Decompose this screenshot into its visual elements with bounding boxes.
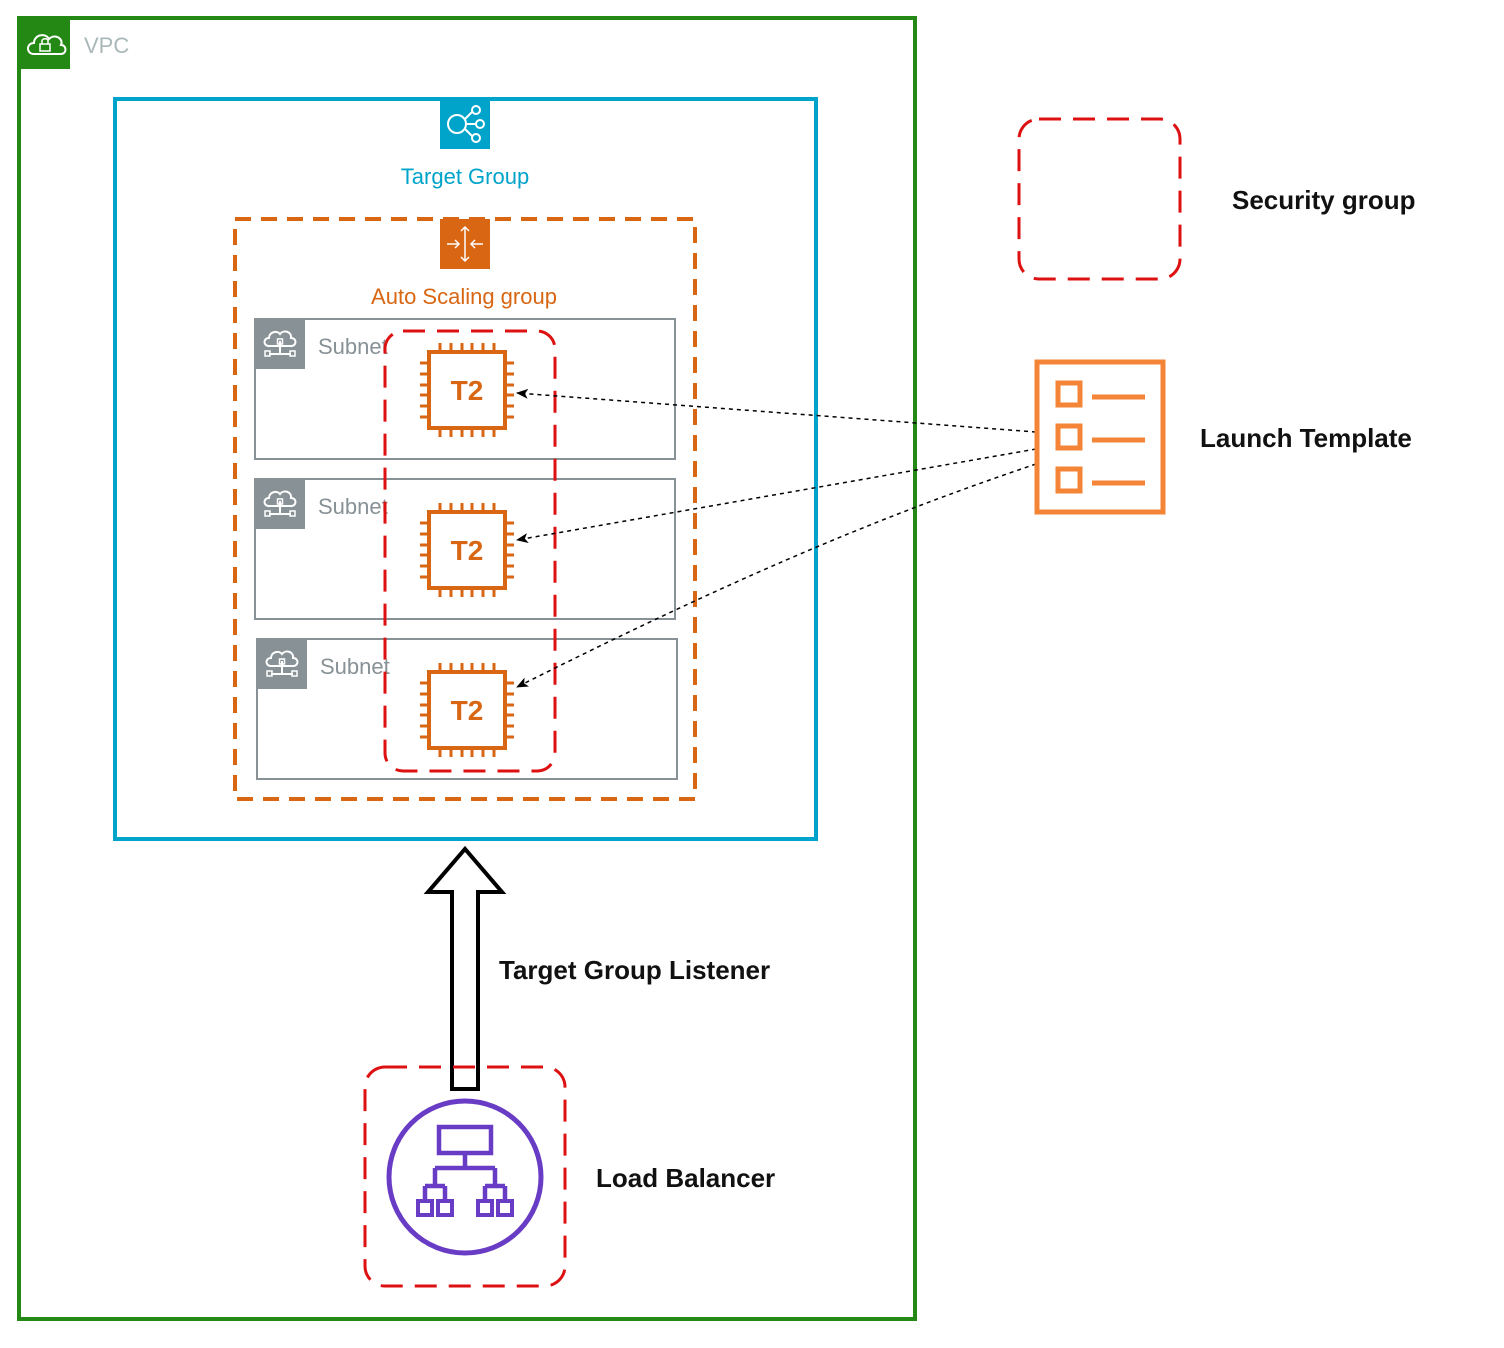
subnet-3: Subnet bbox=[256, 638, 678, 780]
target-group-icon bbox=[440, 99, 490, 149]
vpc-label: VPC bbox=[84, 33, 129, 58]
vpc-border bbox=[17, 16, 917, 1321]
listener-arrow bbox=[423, 845, 507, 1091]
subnet-label: Subnet bbox=[318, 494, 388, 519]
subnet-border bbox=[256, 638, 678, 780]
launch-template-label: Launch Template bbox=[1200, 423, 1412, 453]
auto-scaling-label: Auto Scaling group bbox=[371, 284, 557, 309]
load-balancer-icon bbox=[386, 1098, 544, 1256]
security-group-label: Security group bbox=[1232, 185, 1415, 215]
ec2-instance-3: T2 bbox=[418, 661, 516, 759]
target-group: Target Group bbox=[113, 97, 818, 841]
vpc-group: VPC bbox=[17, 16, 917, 1321]
security-group-legend: Security group bbox=[1017, 117, 1415, 281]
instance-type-label: T2 bbox=[451, 535, 484, 566]
load-balancer: Load Balancer bbox=[363, 1065, 775, 1288]
subnet-border bbox=[254, 478, 676, 620]
auto-scaling-group: Auto Scaling group bbox=[233, 217, 697, 801]
target-group-label: Target Group bbox=[401, 164, 529, 189]
checklist-icon bbox=[1034, 359, 1166, 515]
subnet-1: Subnet bbox=[254, 318, 676, 460]
instance-type-label: T2 bbox=[451, 695, 484, 726]
load-balancer-security-group bbox=[363, 1065, 567, 1288]
cloud-network-icon bbox=[254, 318, 306, 370]
connector-to-instance-1 bbox=[516, 388, 1037, 433]
launch-template-connectors bbox=[516, 388, 1037, 688]
load-balancer-label: Load Balancer bbox=[596, 1163, 775, 1193]
subnet-label: Subnet bbox=[318, 334, 388, 359]
connector-to-instance-2 bbox=[516, 448, 1037, 544]
launch-template: Launch Template bbox=[1034, 359, 1412, 515]
ec2-instance-1: T2 bbox=[418, 341, 516, 439]
ec2-instance-2: T2 bbox=[418, 501, 516, 599]
cloud-network-icon bbox=[254, 478, 306, 530]
auto-scaling-icon bbox=[440, 219, 490, 269]
cloud-lock-icon bbox=[19, 18, 70, 69]
cloud-network-icon bbox=[256, 638, 308, 690]
target-group-listener: Target Group Listener bbox=[423, 845, 770, 1091]
instance-type-label: T2 bbox=[451, 375, 484, 406]
subnet-2: Subnet bbox=[254, 478, 676, 620]
target-group-border bbox=[113, 97, 818, 841]
connector-to-instance-3 bbox=[516, 463, 1037, 688]
subnet-border bbox=[254, 318, 676, 460]
security-group-swatch bbox=[1017, 117, 1182, 281]
instances-security-group bbox=[383, 329, 557, 773]
listener-label: Target Group Listener bbox=[499, 955, 770, 985]
subnet-label: Subnet bbox=[320, 654, 390, 679]
